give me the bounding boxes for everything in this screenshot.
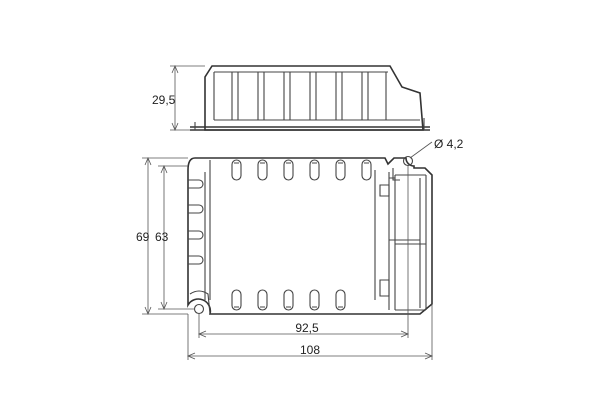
top-slots — [231, 159, 372, 181]
left-slots — [188, 179, 204, 265]
side-view-outline — [204, 65, 424, 131]
terminal-block — [374, 168, 427, 311]
side-view-base — [190, 126, 430, 131]
hole-spacing-dimension — [197, 166, 410, 338]
hole-leader — [409, 141, 433, 159]
outer-width-dimension — [186, 304, 434, 360]
side-view-ribs — [213, 72, 387, 120]
bottom-slots — [231, 289, 346, 311]
outer-height-dimension — [142, 156, 188, 316]
mounting-hole-top-right — [402, 155, 414, 167]
side-view — [170, 64, 430, 132]
inner-height-label: 63 — [155, 230, 169, 244]
side-height-dimension — [170, 64, 205, 132]
outer-width-label: 108 — [300, 343, 320, 357]
side-height-label: 29,5 — [152, 93, 176, 107]
hole-spacing-label: 92,5 — [295, 321, 319, 335]
mounting-hole-bottom-left — [193, 303, 205, 315]
top-view — [142, 141, 434, 360]
inner-height-dimension — [158, 164, 195, 311]
outer-height-label: 69 — [136, 230, 150, 244]
hole-diameter-label: Ø 4,2 — [434, 137, 464, 151]
